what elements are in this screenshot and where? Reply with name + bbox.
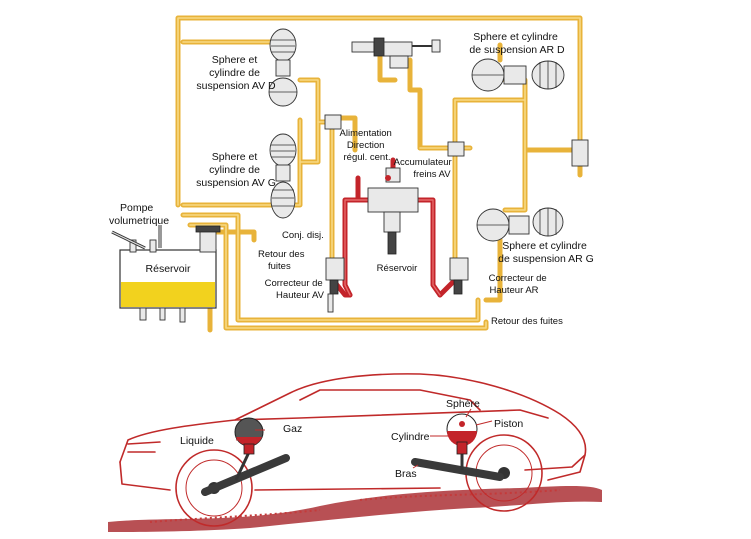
label-sphere-ar-d: Sphere et cylindre de suspension AR D <box>469 31 565 56</box>
label-pompe: Pompe volumetrique <box>109 202 169 227</box>
correcteur-ar <box>449 257 469 295</box>
label-conj-disj: Conj. disj. <box>282 230 324 241</box>
label-piston: Piston <box>494 418 523 430</box>
label-reservoir-center: Réservoir <box>377 263 418 274</box>
label-retour-fuites-bottom: Retour des fuites <box>491 316 563 327</box>
junction-av <box>324 114 342 130</box>
ground <box>108 486 602 532</box>
sphere-av-d <box>268 28 298 107</box>
sphere-ar-d <box>471 58 565 92</box>
car-labels: Liquide Gaz Sphère Cylindre Piston Bras <box>180 398 523 480</box>
brake-accumulator <box>367 167 419 255</box>
sphere-av-g <box>269 133 297 219</box>
label-sphere-av-g: Sphere et cylindre de suspension AV G <box>196 151 276 189</box>
label-accumulateur: Accumulateur freins AV <box>394 157 455 180</box>
junction-ar-right <box>571 139 589 167</box>
label-bras: Bras <box>395 468 417 480</box>
front-rod <box>234 449 252 481</box>
label-reservoir-tank: Réservoir <box>146 263 191 275</box>
label-alimentation: Alimentation Direction régul. cent. <box>340 128 395 163</box>
car-leader-lines <box>235 408 493 469</box>
label-sphere-ar-g: Sphere et cylindre de suspension AR G <box>498 240 594 265</box>
front-arm <box>201 454 290 496</box>
car-body <box>119 373 587 491</box>
hydraulic-diagram: Sphere et cylindre de suspension AV D Sp… <box>109 15 594 333</box>
front-suspension-sphere <box>234 417 264 455</box>
label-gaz: Gaz <box>283 423 302 435</box>
rear-suspension-sphere <box>446 413 478 455</box>
yellow-pipes <box>175 15 583 333</box>
label-liquide: Liquide <box>180 435 214 447</box>
rear-arm <box>411 458 504 481</box>
label-cylindre: Cylindre <box>391 431 430 443</box>
junction-ar <box>447 141 465 157</box>
label-sphere-av-d: Sphere et cylindre de suspension AV D <box>196 54 276 92</box>
sphere-ar-g <box>476 207 564 242</box>
correcteur-av <box>325 257 345 313</box>
hydraulic-labels: Sphere et cylindre de suspension AV D Sp… <box>109 31 594 327</box>
label-sphere: Sphère <box>446 398 480 410</box>
label-correcteur-av: Correcteur de Hauteur AV <box>265 278 326 301</box>
label-retour-fuites-av: Retour des fuites <box>258 249 307 272</box>
label-correcteur-ar: Correcteur de Hauteur AR <box>489 273 550 296</box>
pressure-regulator <box>351 37 441 69</box>
car-diagram: Liquide Gaz Sphère Cylindre Piston Bras <box>108 373 602 532</box>
reservoir-tank <box>111 225 221 323</box>
